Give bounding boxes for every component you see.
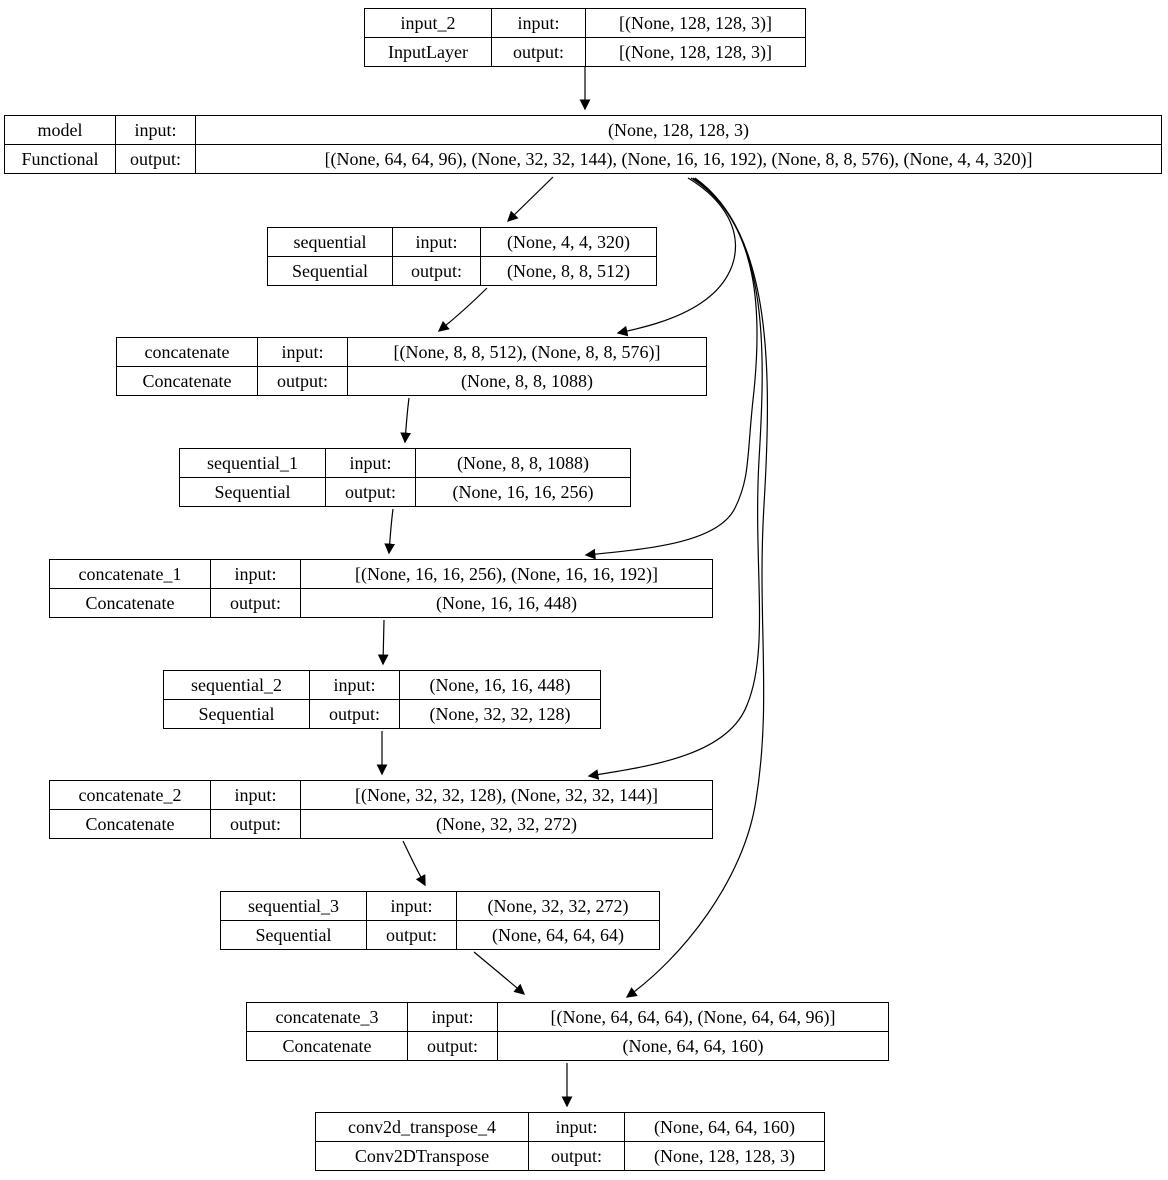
layer-name-cell: sequential_2 [163, 670, 310, 700]
output-shape-cell: [(None, 64, 64, 96), (None, 32, 32, 144)… [195, 144, 1162, 174]
input-label-cell: input: [210, 780, 301, 810]
output-label-cell: output: [366, 920, 457, 950]
input-label-cell: input: [528, 1112, 625, 1142]
input-shape-cell: [(None, 64, 64, 64), (None, 64, 64, 96)] [497, 1002, 889, 1032]
layer-name-cell: model [4, 115, 116, 145]
layer-node-concatenate_3: concatenate_3 input: [(None, 64, 64, 64)… [246, 1002, 889, 1061]
edge-concatenate_2-to-sequential_3 [402, 840, 426, 887]
output-shape-cell: (None, 64, 64, 160) [497, 1031, 889, 1061]
output-shape-cell: (None, 64, 64, 64) [456, 920, 660, 950]
output-label-cell: output: [325, 477, 416, 507]
output-label-cell: output: [309, 699, 400, 729]
input-shape-cell: [(None, 128, 128, 3)] [585, 8, 806, 38]
edge-model-to-concatenate_3 [625, 177, 769, 998]
layer-node-input_2: input_2 input: [(None, 128, 128, 3)] Inp… [364, 8, 806, 67]
layer-node-conv2d_transpose_4: conv2d_transpose_4 input: (None, 64, 64,… [315, 1112, 825, 1171]
layer-type-cell: InputLayer [364, 37, 492, 67]
output-shape-cell: [(None, 128, 128, 3)] [585, 37, 806, 67]
edge-model-to-sequential [507, 176, 554, 222]
input-shape-cell: (None, 4, 4, 320) [480, 227, 657, 257]
output-label-cell: output: [210, 809, 301, 839]
input-shape-cell: (None, 128, 128, 3) [195, 115, 1162, 145]
input-shape-cell: (None, 64, 64, 160) [624, 1112, 825, 1142]
output-label-cell: output: [407, 1031, 498, 1061]
input-shape-cell: (None, 8, 8, 1088) [415, 448, 631, 478]
layer-type-cell: Sequential [267, 256, 393, 286]
input-shape-cell: (None, 32, 32, 272) [456, 891, 660, 921]
layer-name-cell: conv2d_transpose_4 [315, 1112, 529, 1142]
output-label-cell: output: [392, 256, 481, 286]
layer-type-cell: Concatenate [49, 588, 211, 618]
layer-type-cell: Concatenate [246, 1031, 408, 1061]
edge-model-to-concatenate_2 [587, 177, 763, 780]
layer-node-sequential_2: sequential_2 input: (None, 16, 16, 448) … [163, 670, 601, 729]
input-label-cell: input: [325, 448, 416, 478]
output-shape-cell: (None, 8, 8, 1088) [347, 366, 707, 396]
input-shape-cell: [(None, 8, 8, 512), (None, 8, 8, 576)] [347, 337, 707, 367]
layer-node-sequential_3: sequential_3 input: (None, 32, 32, 272) … [220, 891, 660, 950]
input-shape-cell: [(None, 16, 16, 256), (None, 16, 16, 192… [300, 559, 713, 589]
input-label-cell: input: [309, 670, 400, 700]
input-label-cell: input: [407, 1002, 498, 1032]
output-shape-cell: (None, 8, 8, 512) [480, 256, 657, 286]
layer-type-cell: Sequential [220, 920, 367, 950]
edge-sequential_3-to-concatenate_3 [473, 951, 526, 995]
layer-name-cell: sequential_3 [220, 891, 367, 921]
output-shape-cell: (None, 128, 128, 3) [624, 1141, 825, 1171]
output-label-cell: output: [528, 1141, 625, 1171]
output-label-cell: output: [257, 366, 348, 396]
input-label-cell: input: [115, 115, 196, 145]
output-shape-cell: (None, 16, 16, 256) [415, 477, 631, 507]
output-shape-cell: (None, 32, 32, 128) [399, 699, 601, 729]
edge-sequential_1-to-concatenate_1 [384, 508, 396, 555]
layer-node-concatenate: concatenate input: [(None, 8, 8, 512), (… [116, 337, 707, 396]
input-label-cell: input: [392, 227, 481, 257]
layer-name-cell: sequential_1 [179, 448, 326, 478]
layer-type-cell: Sequential [163, 699, 310, 729]
output-label-cell: output: [491, 37, 586, 67]
edge-concatenate_1-to-sequential_2 [377, 619, 389, 666]
output-label-cell: output: [210, 588, 301, 618]
input-label-cell: input: [210, 559, 301, 589]
layer-type-cell: Concatenate [116, 366, 258, 396]
input-shape-cell: [(None, 32, 32, 128), (None, 32, 32, 144… [300, 780, 713, 810]
layer-node-sequential_1: sequential_1 input: (None, 8, 8, 1088) S… [179, 448, 631, 507]
layer-node-sequential: sequential input: (None, 4, 4, 320) Sequ… [267, 227, 657, 286]
output-shape-cell: (None, 16, 16, 448) [300, 588, 713, 618]
layer-name-cell: concatenate [116, 337, 258, 367]
layer-type-cell: Sequential [179, 477, 326, 507]
layer-node-concatenate_1: concatenate_1 input: [(None, 16, 16, 256… [49, 559, 713, 618]
layer-node-model: model input: (None, 128, 128, 3) Functio… [4, 115, 1162, 174]
edge-sequential-to-concatenate [437, 287, 488, 332]
layer-name-cell: input_2 [364, 8, 492, 38]
output-shape-cell: (None, 32, 32, 272) [300, 809, 713, 839]
edge-model-to-concatenate [616, 177, 736, 337]
input-shape-cell: (None, 16, 16, 448) [399, 670, 601, 700]
layer-name-cell: concatenate_2 [49, 780, 211, 810]
layer-name-cell: concatenate_3 [246, 1002, 408, 1032]
layer-type-cell: Concatenate [49, 809, 211, 839]
input-label-cell: input: [257, 337, 348, 367]
layer-name-cell: sequential [267, 227, 393, 257]
layer-node-concatenate_2: concatenate_2 input: [(None, 32, 32, 128… [49, 780, 713, 839]
output-label-cell: output: [115, 144, 196, 174]
layer-name-cell: concatenate_1 [49, 559, 211, 589]
input-label-cell: input: [366, 891, 457, 921]
edge-concatenate-to-sequential_1 [400, 397, 412, 444]
layer-type-cell: Functional [4, 144, 116, 174]
layer-type-cell: Conv2DTranspose [315, 1141, 529, 1171]
input-label-cell: input: [491, 8, 586, 38]
